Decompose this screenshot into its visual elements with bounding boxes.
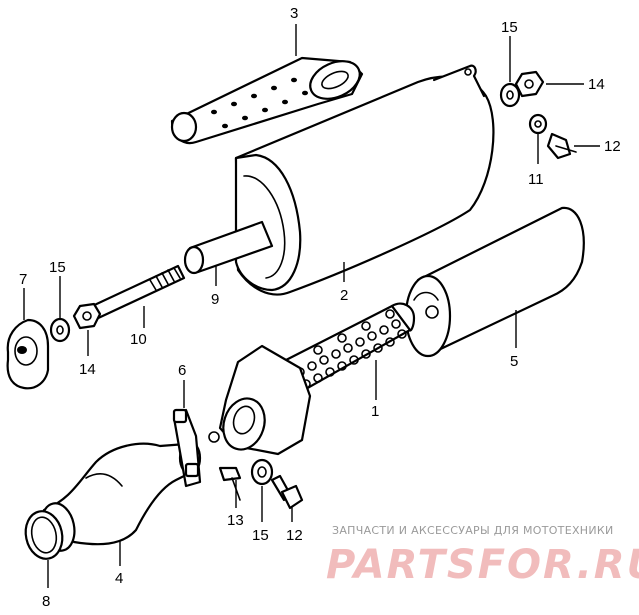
part-7-grommet [6,318,50,390]
part-15-washer-right [499,82,521,108]
callout-labels: 3 15 14 12 11 2 9 5 1 6 10 15 14 7 4 8 1… [19,5,621,610]
callout-4: 4 [115,570,123,587]
part-12-bolt-upper [546,132,577,160]
callout-1: 1 [371,403,379,420]
callout-15-left: 15 [49,259,66,276]
callout-15-top: 15 [501,19,518,36]
part-15-washer-bottom [250,458,274,486]
callout-2: 2 [340,287,348,304]
part-8-gasket [24,510,64,560]
callout-11: 11 [528,171,544,188]
part-3-baffle-tube [170,56,364,145]
part-9-inner-pipe [183,220,274,275]
part-12-bolt-lower [270,474,304,510]
callout-7: 7 [19,271,27,288]
callout-10: 10 [130,331,147,348]
part-11-washer [528,113,548,135]
leader-lines [23,24,600,588]
callout-12-bottom: 12 [286,527,303,544]
part-5-outer-can [404,206,585,358]
part-13-bolt [218,466,242,501]
part-1-perforated-core [208,302,416,456]
callout-14-left: 14 [79,361,96,378]
part-14-nut-left [72,302,102,330]
callout-13: 13 [227,512,244,529]
callout-14-right: 14 [588,76,605,93]
watermark: ЗАПЧАСТИ И АКСЕССУАРЫ ДЛЯ МОТОТЕХНИКИ PA… [326,524,639,588]
callout-12-right: 12 [604,138,621,155]
callout-3: 3 [290,5,298,22]
watermark-logo: PARTSFOR.RU [326,542,639,588]
part-2-muffler-shell [234,64,495,296]
callout-15-bottom: 15 [252,527,269,544]
callout-6: 6 [178,362,186,379]
callout-9: 9 [211,291,219,308]
part-6-clamp [172,408,200,478]
part-10-long-bolt [86,264,186,322]
part-14-nut-right [514,70,545,98]
part-15-washer-left [49,317,71,343]
callout-8: 8 [42,593,50,610]
callout-5: 5 [510,353,518,370]
watermark-caption: ЗАПЧАСТИ И АКСЕССУАРЫ ДЛЯ МОТОТЕХНИКИ [332,524,614,537]
